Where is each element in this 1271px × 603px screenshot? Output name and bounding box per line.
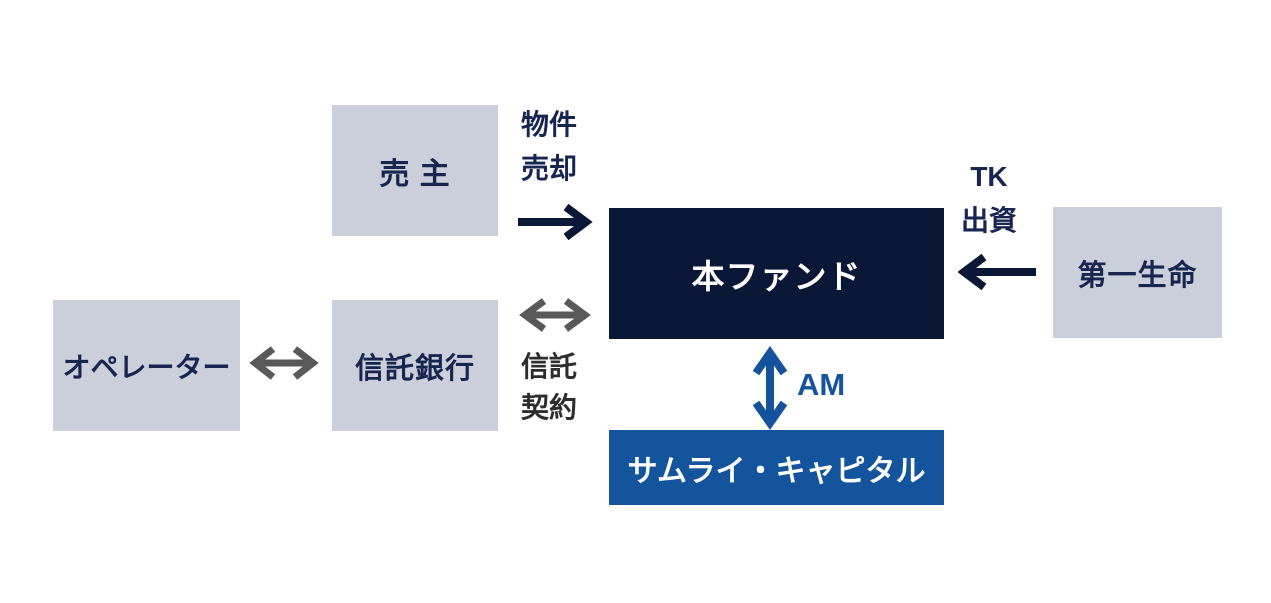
- property-sale-label-line2: 売却: [520, 153, 577, 184]
- operator-trust-bank-double-arrow: [249, 346, 319, 380]
- dai-ichi-life-label: 第一生命: [1077, 259, 1198, 292]
- tk-investment-label-line1: TK: [970, 161, 1008, 192]
- trust-agreement-label: 信託 契約: [503, 346, 595, 428]
- trust-bank-box: 信託銀行: [332, 300, 498, 431]
- fund-label: 本ファンド: [691, 257, 862, 295]
- trust-agreement-label-line2: 契約: [520, 392, 577, 423]
- operator-box: オペレーター: [53, 300, 240, 431]
- samurai-capital-box: サムライ・キャピタル: [609, 430, 944, 505]
- trust-agreement-double-arrow: [519, 298, 591, 332]
- dai-ichi-life-box: 第一生命: [1053, 207, 1222, 338]
- tk-investment-label-line2: 出資: [960, 205, 1017, 236]
- samurai-capital-label: サムライ・キャピタル: [627, 454, 926, 488]
- property-sale-label: 物件 売却: [503, 103, 595, 191]
- asset-management-label: AM: [797, 367, 846, 402]
- property-sale-right-arrow: [518, 204, 593, 240]
- operator-label: オペレーター: [62, 351, 231, 383]
- property-sale-label-line1: 物件: [520, 109, 577, 140]
- tk-investment-label: TK 出資: [943, 155, 1035, 243]
- asset-management-vertical-double-arrow: [752, 346, 788, 430]
- trust-bank-label: 信託銀行: [354, 352, 475, 385]
- fund-box: 本ファンド: [609, 208, 944, 339]
- trust-agreement-label-line1: 信託: [520, 351, 577, 382]
- seller-label: 売 主: [379, 157, 451, 191]
- tk-investment-left-arrow: [958, 254, 1036, 290]
- seller-box: 売 主: [332, 105, 498, 236]
